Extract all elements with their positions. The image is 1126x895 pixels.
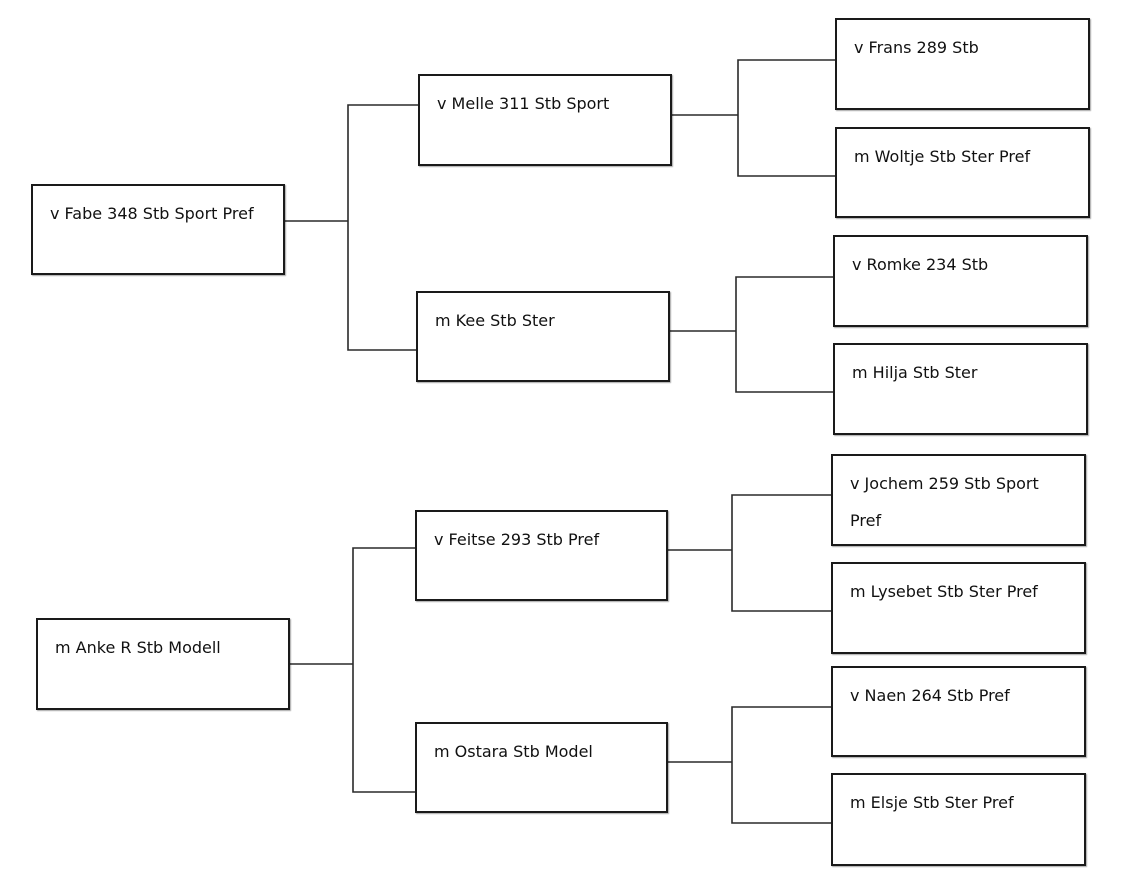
- pedigree-name: m Woltje Stb Ster Pref: [854, 147, 1031, 166]
- connector-dam-dam-bracket: [731, 706, 832, 824]
- pedigree-name: m Elsje Stb Ster Pref: [850, 793, 1014, 812]
- connector-dam-bracket: [352, 547, 415, 793]
- pedigree-name: m Anke R Stb Modell: [55, 638, 221, 657]
- pedigree-box-dam-sire: v Feitse 293 Stb Pref: [415, 510, 668, 601]
- pedigree-box-dam-sire-sire: v Jochem 259 Stb Sport Pref: [831, 454, 1086, 546]
- pedigree-box-dam-dam-sire: v Naen 264 Stb Pref: [831, 666, 1086, 757]
- pedigree-name: m Ostara Stb Model: [434, 742, 593, 761]
- pedigree-name: v Jochem 259 Stb Sport Pref: [850, 474, 1039, 530]
- pedigree-box-dam: m Anke R Stb Modell: [36, 618, 290, 710]
- pedigree-box-dam-dam-dam: m Elsje Stb Ster Pref: [831, 773, 1086, 866]
- pedigree-name: v Fabe 348 Stb Sport Pref: [50, 204, 254, 223]
- pedigree-name: m Hilja Stb Ster: [852, 363, 978, 382]
- pedigree-box-sire-sire: v Melle 311 Stb Sport: [418, 74, 672, 166]
- pedigree-name: m Kee Stb Ster: [435, 311, 555, 330]
- pedigree-name: v Romke 234 Stb: [852, 255, 989, 274]
- pedigree-box-sire-sire-dam: m Woltje Stb Ster Pref: [835, 127, 1090, 218]
- pedigree-name: m Lysebet Stb Ster Pref: [850, 582, 1038, 601]
- pedigree-name: v Frans 289 Stb: [854, 38, 979, 57]
- pedigree-name: v Melle 311 Stb Sport: [437, 94, 610, 113]
- connector-sire-dam-bracket: [735, 276, 834, 393]
- connector-sire-bracket: [347, 104, 418, 351]
- connector-sire-sire-bracket: [737, 59, 836, 177]
- pedigree-box-sire-sire-sire: v Frans 289 Stb: [835, 18, 1090, 110]
- pedigree-name: v Feitse 293 Stb Pref: [434, 530, 600, 549]
- connector-dam-sire-bracket: [731, 494, 832, 612]
- pedigree-box-sire-dam-sire: v Romke 234 Stb: [833, 235, 1088, 327]
- pedigree-box-sire-dam: m Kee Stb Ster: [416, 291, 670, 382]
- pedigree-box-dam-dam: m Ostara Stb Model: [415, 722, 668, 813]
- pedigree-name: v Naen 264 Stb Pref: [850, 686, 1010, 705]
- pedigree-box-sire: v Fabe 348 Stb Sport Pref: [31, 184, 285, 275]
- pedigree-box-dam-sire-dam: m Lysebet Stb Ster Pref: [831, 562, 1086, 654]
- pedigree-box-sire-dam-dam: m Hilja Stb Ster: [833, 343, 1088, 435]
